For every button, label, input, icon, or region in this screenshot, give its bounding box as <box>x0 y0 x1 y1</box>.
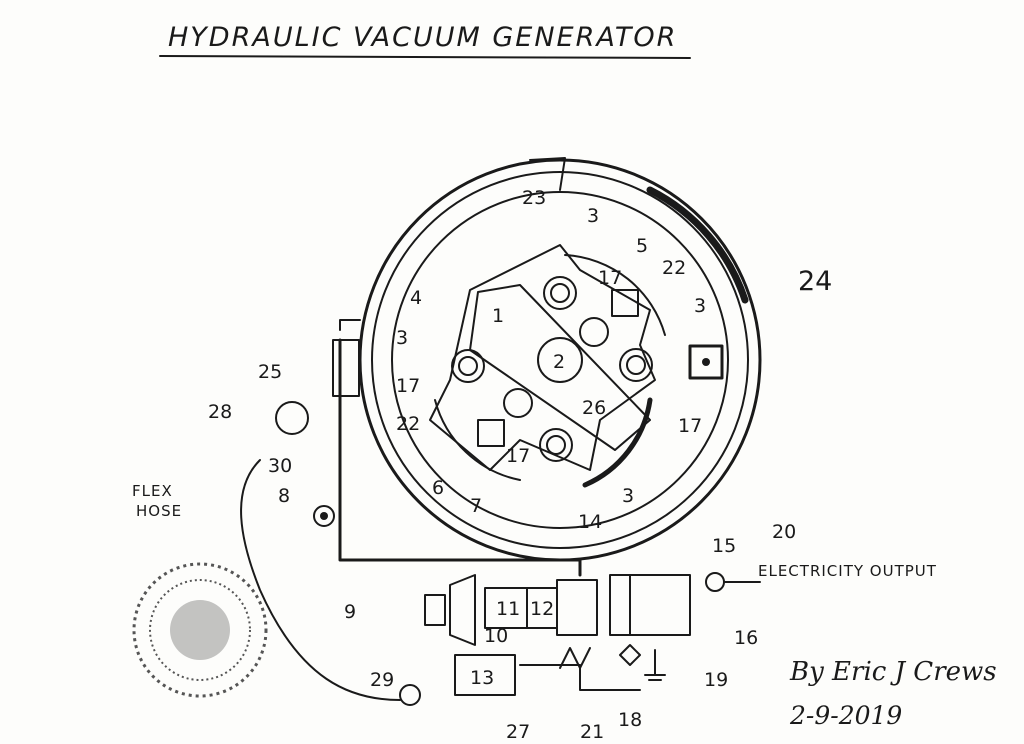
part-label-3-right: 3 <box>694 295 706 317</box>
check-valve-8 <box>313 505 335 527</box>
part-label-11: 11 <box>496 598 520 620</box>
flex-label-line1: FLEX <box>132 482 173 500</box>
diagram-title: HYDRAULIC VACUUM GENERATOR <box>168 22 677 53</box>
cam-upper <box>579 317 609 347</box>
part-label-13: 13 <box>470 667 494 689</box>
piston-3-left-core <box>458 356 478 376</box>
central-shaft-2 <box>537 337 583 383</box>
contact-arc-17 <box>582 397 653 488</box>
part-label-18: 18 <box>618 709 642 731</box>
piston-3-left <box>451 349 485 383</box>
part-label-16: 16 <box>734 627 758 649</box>
turbine-10 <box>449 574 476 646</box>
piston-3-right <box>619 348 653 382</box>
rectifier-18 <box>619 644 641 666</box>
controller-13 <box>454 654 516 696</box>
rotor-arm-1 <box>469 284 651 451</box>
return-pipe-30 <box>338 338 582 577</box>
part-label-17-bottom: 17 <box>506 445 530 467</box>
check-valve-dot <box>320 512 328 520</box>
pump-29 <box>399 684 421 706</box>
block-22a <box>611 289 639 317</box>
part-label-22-top: 22 <box>662 257 686 279</box>
piston-3-bottom-core <box>546 435 566 455</box>
sensor-box-24 <box>688 344 724 380</box>
rotor-body <box>429 244 656 471</box>
coupling-9 <box>424 594 446 626</box>
part-label-17-left: 17 <box>396 375 420 397</box>
part-label-6: 6 <box>432 477 444 499</box>
ground-19 <box>644 649 666 681</box>
date: 2-9-2019 <box>789 701 902 730</box>
part-label-21: 21 <box>580 721 604 743</box>
part-label-29: 29 <box>370 669 394 691</box>
pipe-top <box>339 319 361 331</box>
part-label-25: 25 <box>258 361 282 383</box>
part-label-7: 7 <box>470 495 482 517</box>
part-label-1: 1 <box>492 305 504 327</box>
piston-3-bottom <box>539 428 573 462</box>
inner-housing-ring <box>371 171 749 549</box>
part-label-9: 9 <box>344 601 356 623</box>
part-label-12: 12 <box>530 598 554 620</box>
part-label-26: 26 <box>582 397 606 419</box>
generator-16 <box>609 574 691 636</box>
part-label-14: 14 <box>578 511 602 533</box>
housing-14 <box>556 579 598 636</box>
rotor-chamber-ring <box>391 191 729 529</box>
control-wire <box>519 664 641 691</box>
part-label-20: 20 <box>772 521 796 543</box>
part-label-27: 27 <box>506 721 530 743</box>
title-underline <box>159 55 691 59</box>
cam-lower <box>503 388 533 418</box>
part-label-17-right: 17 <box>678 415 702 437</box>
part-label-3-left: 3 <box>396 327 408 349</box>
resistor-21 <box>559 647 591 669</box>
part-label-8: 8 <box>278 485 290 507</box>
part-label-3-top: 3 <box>587 205 599 227</box>
part-label-15: 15 <box>712 535 736 557</box>
part-label-4: 4 <box>410 287 422 309</box>
notary-seal <box>132 562 268 698</box>
shoe-22a <box>564 254 666 336</box>
piston-3-top <box>543 276 577 310</box>
electricity-output-label: ELECTRICITY OUTPUT <box>758 562 937 580</box>
flex-hose <box>240 459 401 701</box>
piston-3-right-core <box>626 355 646 375</box>
block-22b <box>477 419 505 447</box>
part-label-30: 30 <box>268 455 292 477</box>
piston-3-top-core <box>550 283 570 303</box>
magnet-band-5 <box>646 186 749 304</box>
sensor-dot <box>702 358 710 366</box>
shoe-22b <box>434 399 521 481</box>
part-label-17-top: 17 <box>598 267 622 289</box>
part-label-2: 2 <box>553 351 565 373</box>
output-terminal-20 <box>705 572 725 592</box>
part-label-19: 19 <box>704 669 728 691</box>
part-label-23: 23 <box>522 187 546 209</box>
pump-28 <box>275 401 309 435</box>
part-label-24: 24 <box>798 266 832 297</box>
part-label-5: 5 <box>636 235 648 257</box>
part-label-22-left: 22 <box>396 413 420 435</box>
part-label-10: 10 <box>484 625 508 647</box>
valve-25 <box>332 339 360 397</box>
signature: By Eric J Crews <box>789 657 997 687</box>
housing-gap-23 <box>529 157 566 191</box>
flex-label-line2: HOSE <box>136 502 182 520</box>
part-label-3-bottom: 3 <box>622 485 634 507</box>
part-label-28: 28 <box>208 401 232 423</box>
